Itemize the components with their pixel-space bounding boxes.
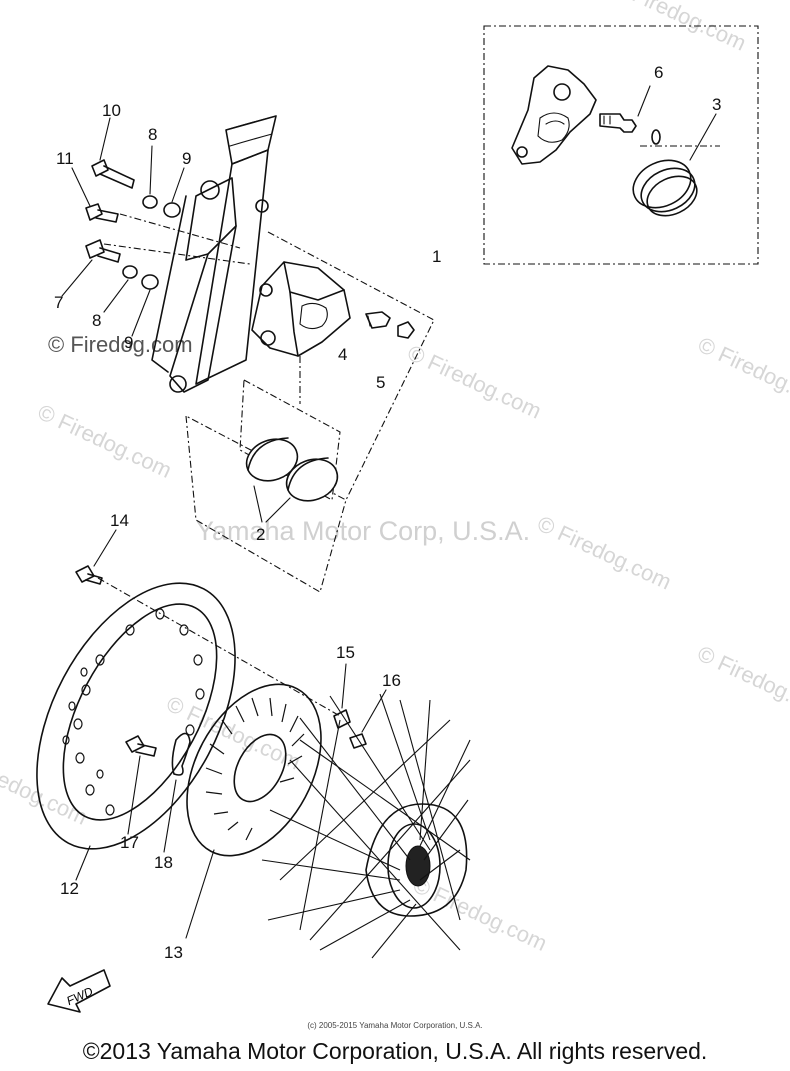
- inset-piston-seal: [483, 25, 759, 265]
- wheel-hub: [261, 663, 471, 959]
- copyright-small: (c) 2005-2015 Yamaha Motor Corporation, …: [307, 1021, 483, 1030]
- callout-11: 11: [56, 149, 74, 168]
- fork-leg: [151, 115, 277, 393]
- callout-10: 10: [102, 101, 121, 120]
- callout-2: 2: [256, 525, 265, 544]
- brake-disc: [36, 529, 341, 881]
- callout-13: 13: [164, 943, 183, 962]
- corp-watermark: Yamaha Motor Corp, U.S.A.: [196, 516, 530, 546]
- fwd-label: FWD: [64, 984, 95, 1008]
- caliper-assembly: [185, 231, 435, 593]
- callout-5: 5: [376, 373, 385, 392]
- callout-4: 4: [338, 345, 347, 364]
- callout-12: 12: [60, 879, 79, 898]
- callout-17: 17: [120, 833, 139, 852]
- watermark: © Firedog.com: [34, 399, 176, 483]
- watermark: © Firedog.com: [694, 641, 790, 725]
- callout-8-bottom: 8: [92, 311, 101, 330]
- callout-9-top: 9: [182, 149, 191, 168]
- callout-1: 1: [432, 247, 441, 266]
- callout-16: 16: [382, 671, 401, 690]
- watermark: © Firedog.com: [694, 332, 790, 416]
- disc-holes: [62, 608, 205, 816]
- watermark: © Firedog.com: [48, 332, 193, 357]
- watermark: © Firedog.com: [608, 0, 750, 56]
- callout-labels: 1 2 3 4 5 6 7 8 8 9 9 10 11 12 13 14 15 …: [54, 63, 721, 962]
- callout-14: 14: [110, 511, 129, 530]
- callout-3: 3: [712, 95, 721, 114]
- callout-15: 15: [336, 643, 355, 662]
- copyright-main: ©2013 Yamaha Motor Corporation, U.S.A. A…: [82, 1038, 708, 1064]
- callout-6: 6: [654, 63, 663, 82]
- callout-9-bottom: 9: [124, 333, 133, 352]
- brake-pads: [239, 379, 341, 523]
- callout-18: 18: [154, 853, 173, 872]
- callout-7: 7: [54, 293, 63, 312]
- fwd-arrow-icon: FWD: [47, 969, 111, 1013]
- bolt-set: [61, 117, 251, 337]
- watermark: © Firedog.com: [404, 340, 546, 424]
- callout-8-top: 8: [148, 125, 157, 144]
- disc-cover: [185, 683, 322, 939]
- watermark: © Firedog.com: [534, 511, 676, 595]
